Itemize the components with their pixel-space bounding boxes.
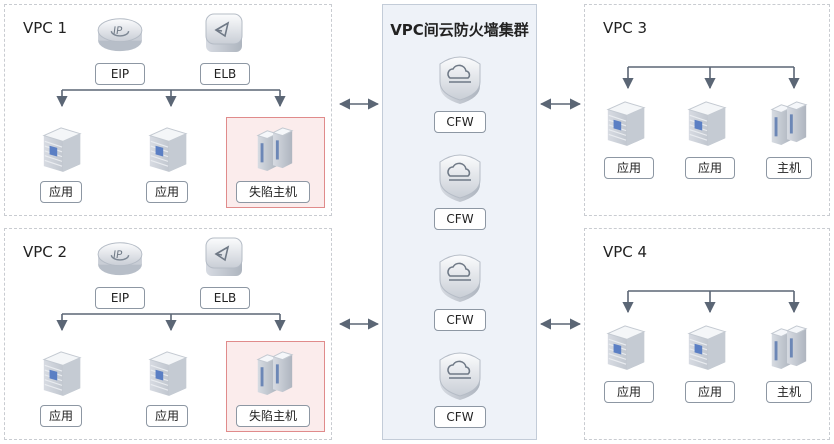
cfw-label-1: CFW	[434, 111, 486, 133]
vpc1-eip-label: EIP	[95, 63, 145, 85]
vpc1-panel: VPC 1	[4, 4, 332, 216]
vpc2-elb-label: ELB	[200, 287, 250, 309]
eip-gateway-icon	[96, 14, 144, 54]
server-icon	[604, 322, 648, 370]
cloud-firewall-icon	[434, 250, 486, 302]
vpc3-host-label-1: 应用	[604, 157, 654, 179]
host-server-icon	[252, 124, 296, 172]
cloud-firewall-icon	[434, 52, 486, 104]
vpc1-host-label-2: 应用	[146, 181, 188, 203]
vpc4-host-label-2: 应用	[685, 381, 735, 403]
vpc1-host-label-1: 应用	[40, 181, 82, 203]
vpc4-host-label-1: 应用	[604, 381, 654, 403]
server-icon	[685, 98, 729, 146]
load-balancer-icon	[202, 234, 246, 280]
firewall-cluster-title: VPC间云防火墙集群	[390, 21, 529, 39]
vpc3-host-label-3: 主机	[766, 157, 812, 179]
server-icon	[40, 348, 84, 396]
load-balancer-icon	[202, 10, 246, 56]
server-icon	[685, 322, 729, 370]
cloud-firewall-icon	[434, 348, 486, 400]
vpc1-elb-label: ELB	[200, 63, 250, 85]
vpc4-host-label-3: 主机	[766, 381, 812, 403]
server-icon	[40, 124, 84, 172]
vpc2-eip-label: EIP	[95, 287, 145, 309]
cfw-label-4: CFW	[434, 406, 486, 428]
cfw-label-3: CFW	[434, 309, 486, 331]
cloud-firewall-icon	[434, 150, 486, 202]
vpc4-title: VPC 4	[603, 243, 648, 261]
eip-gateway-icon	[96, 238, 144, 278]
vpc2-host-label-2: 应用	[146, 405, 188, 427]
server-icon	[146, 124, 190, 172]
vpc2-host-label-1: 应用	[40, 405, 82, 427]
vpc2-host-label-3: 失陷主机	[236, 405, 310, 427]
server-icon	[604, 98, 648, 146]
vpc2-title: VPC 2	[23, 243, 68, 261]
host-server-icon	[766, 322, 810, 370]
vpc1-host-label-3: 失陷主机	[236, 181, 310, 203]
cfw-label-2: CFW	[434, 208, 486, 230]
vpc3-host-label-2: 应用	[685, 157, 735, 179]
vpc3-title: VPC 3	[603, 19, 648, 37]
host-server-icon	[252, 348, 296, 396]
vpc1-title: VPC 1	[23, 19, 68, 37]
host-server-icon	[766, 98, 810, 146]
server-icon	[146, 348, 190, 396]
